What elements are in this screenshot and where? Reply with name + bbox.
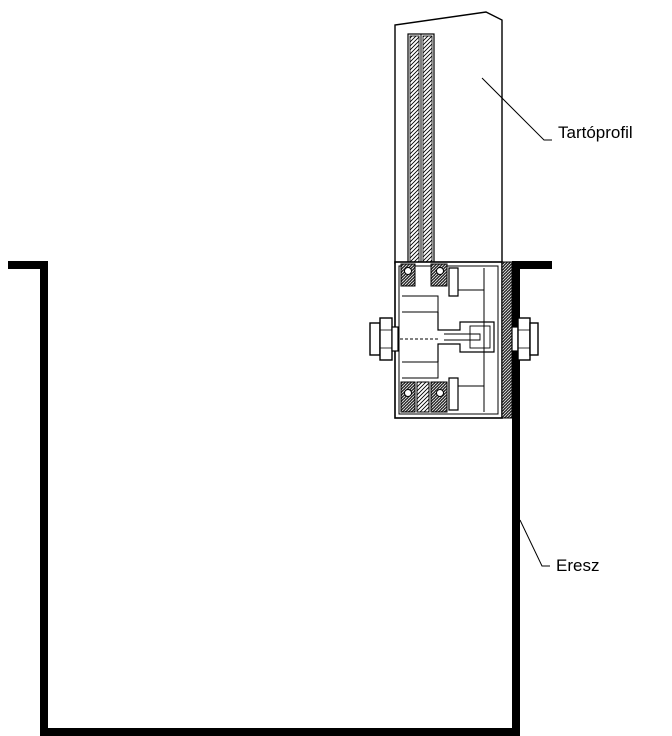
- leader-eave: [519, 519, 550, 567]
- bolt-left: [369, 317, 399, 361]
- eave-gutter: [8, 261, 552, 736]
- sealing-strip: [501, 261, 513, 419]
- support-profile: [394, 11, 503, 299]
- label-eave: Eresz: [556, 556, 600, 575]
- label-support-profile: Tartóprofil: [558, 123, 633, 142]
- leader-support-profile: [481, 77, 552, 141]
- bolt-right: [511, 317, 539, 361]
